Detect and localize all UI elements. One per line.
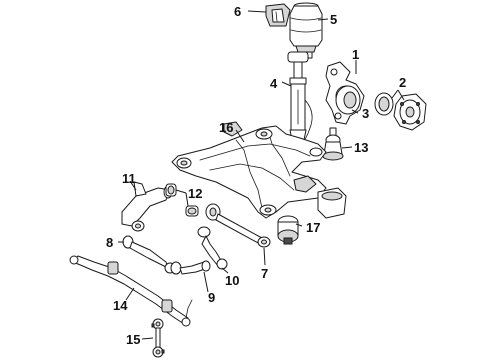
part-5-air-spring (289, 2, 323, 59)
part-6-upper-mount (265, 3, 291, 27)
callout-7: 7 (261, 266, 268, 281)
callout-13: 13 (354, 140, 368, 155)
callout-14: 14 (113, 298, 128, 313)
callout-10: 10 (225, 273, 239, 288)
part-12-bushings (165, 183, 199, 217)
callout-6: 6 (234, 4, 241, 19)
part-11-upper-control-arm (121, 181, 173, 232)
part-8-toe-link (122, 235, 176, 274)
callout-9: 9 (208, 290, 215, 305)
part-17-subframe-mount (277, 187, 347, 245)
callout-5: 5 (330, 12, 337, 27)
part-3-wheel-bearing (335, 85, 361, 115)
callout-1: 1 (352, 47, 359, 62)
part-16-subframe (171, 121, 327, 219)
callout-labels: 1 2 3 4 5 6 7 8 9 10 11 12 13 14 15 16 1… (106, 4, 406, 347)
part-7-lower-control-arm (205, 203, 271, 248)
part-10-trailing-link (197, 226, 228, 270)
callout-4: 4 (270, 76, 278, 91)
part-15-stabilizer-link (151, 318, 165, 358)
part-13-ball-joint (322, 127, 344, 161)
callout-3: 3 (362, 106, 369, 121)
part-14-stabilizer-bar (69, 255, 193, 327)
callout-16: 16 (219, 120, 233, 135)
leader-lines (118, 10, 405, 340)
part-4-shock-absorber (287, 51, 313, 149)
callout-15: 15 (126, 332, 140, 347)
callout-8: 8 (106, 235, 113, 250)
part-2-hub-bearing (374, 92, 427, 131)
callout-17: 17 (306, 220, 320, 235)
part-9-camber-link (170, 260, 211, 275)
callout-11: 11 (122, 171, 136, 186)
callout-12: 12 (188, 186, 202, 201)
callout-2: 2 (399, 75, 406, 90)
